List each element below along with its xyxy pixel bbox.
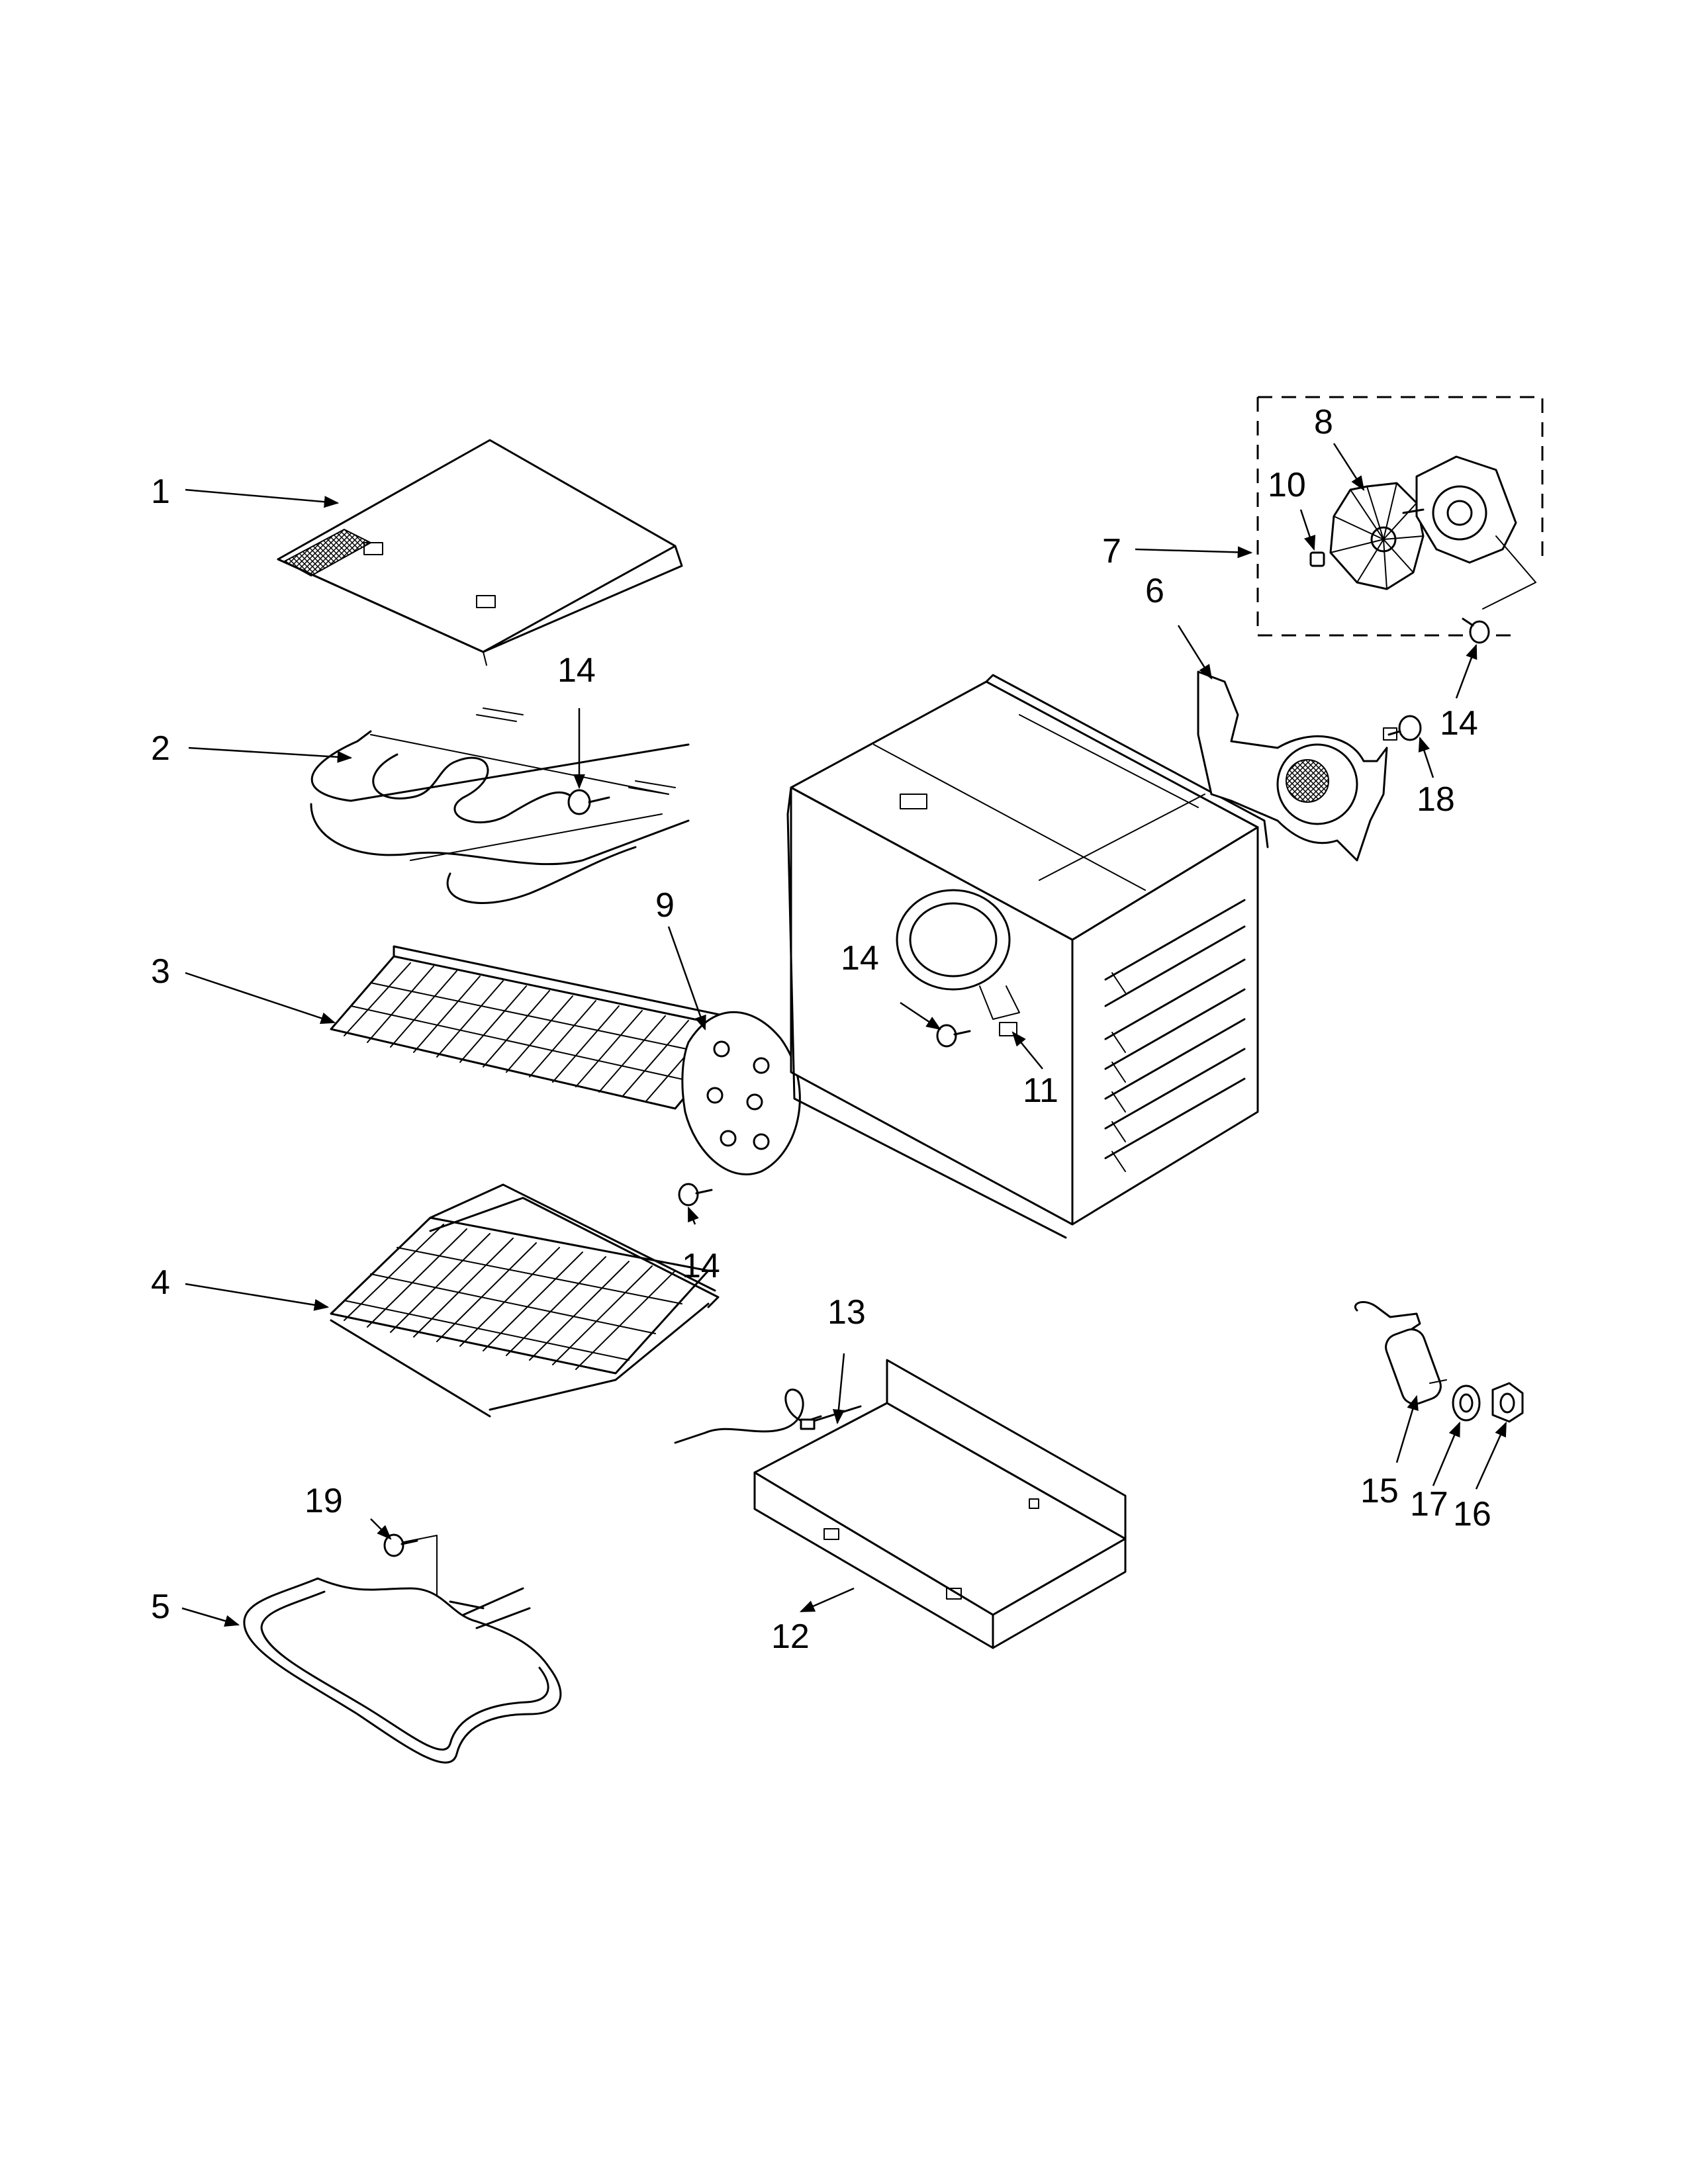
part-4-extension-rack (330, 1183, 720, 1418)
callout-2: 2 (151, 729, 170, 768)
part-3-oven-rack (330, 945, 743, 1110)
callout-10: 10 (1268, 466, 1306, 504)
part-17-washer (1452, 1385, 1481, 1422)
part-7-kit-boundary (1256, 396, 1544, 637)
leader-lines (181, 443, 1507, 1627)
callout-9: 9 (655, 886, 675, 925)
callout-12: 12 (771, 1617, 810, 1656)
part-5-bake-element (243, 1533, 562, 1764)
callout-14-cavity: 14 (841, 939, 879, 978)
callout-6: 6 (1145, 572, 1164, 610)
callout-19: 19 (305, 1482, 343, 1520)
callout-17: 17 (1410, 1485, 1448, 1524)
part-8-fan-blade (1329, 482, 1425, 590)
part-13-meat-probe (674, 1388, 862, 1444)
part-2-broil-element (310, 707, 690, 904)
part-10-nut (1309, 551, 1325, 567)
convection-motor (1402, 455, 1536, 610)
oven-cavity (786, 674, 1269, 1239)
callout-13: 13 (827, 1293, 866, 1332)
callout-4: 4 (151, 1263, 170, 1302)
callout-18: 18 (1417, 780, 1455, 819)
part-6-fan-bracket (1197, 670, 1422, 862)
part-15-temperature-sensor (1354, 1300, 1447, 1405)
callout-labels: 1 2 3 4 5 6 7 8 9 10 11 12 13 14 14 14 1… (151, 403, 1491, 1656)
callout-16: 16 (1453, 1495, 1491, 1533)
part-12-drawer-pan (753, 1359, 1127, 1649)
callout-14-motor: 14 (1440, 704, 1478, 743)
screw-14-motor (1462, 617, 1490, 644)
part-16-nut (1491, 1382, 1524, 1423)
callout-14-baffle: 14 (682, 1247, 720, 1285)
part-9-baffle-plate (678, 1011, 801, 1206)
callout-7: 7 (1102, 532, 1121, 570)
callout-8: 8 (1314, 403, 1333, 441)
callout-3: 3 (151, 952, 170, 991)
callout-11: 11 (1023, 1071, 1058, 1110)
callout-1: 1 (151, 473, 170, 511)
part-1-top-cover (277, 439, 683, 666)
callout-14-heater: 14 (557, 651, 596, 690)
callout-15: 15 (1360, 1472, 1399, 1510)
callout-5: 5 (151, 1588, 170, 1626)
